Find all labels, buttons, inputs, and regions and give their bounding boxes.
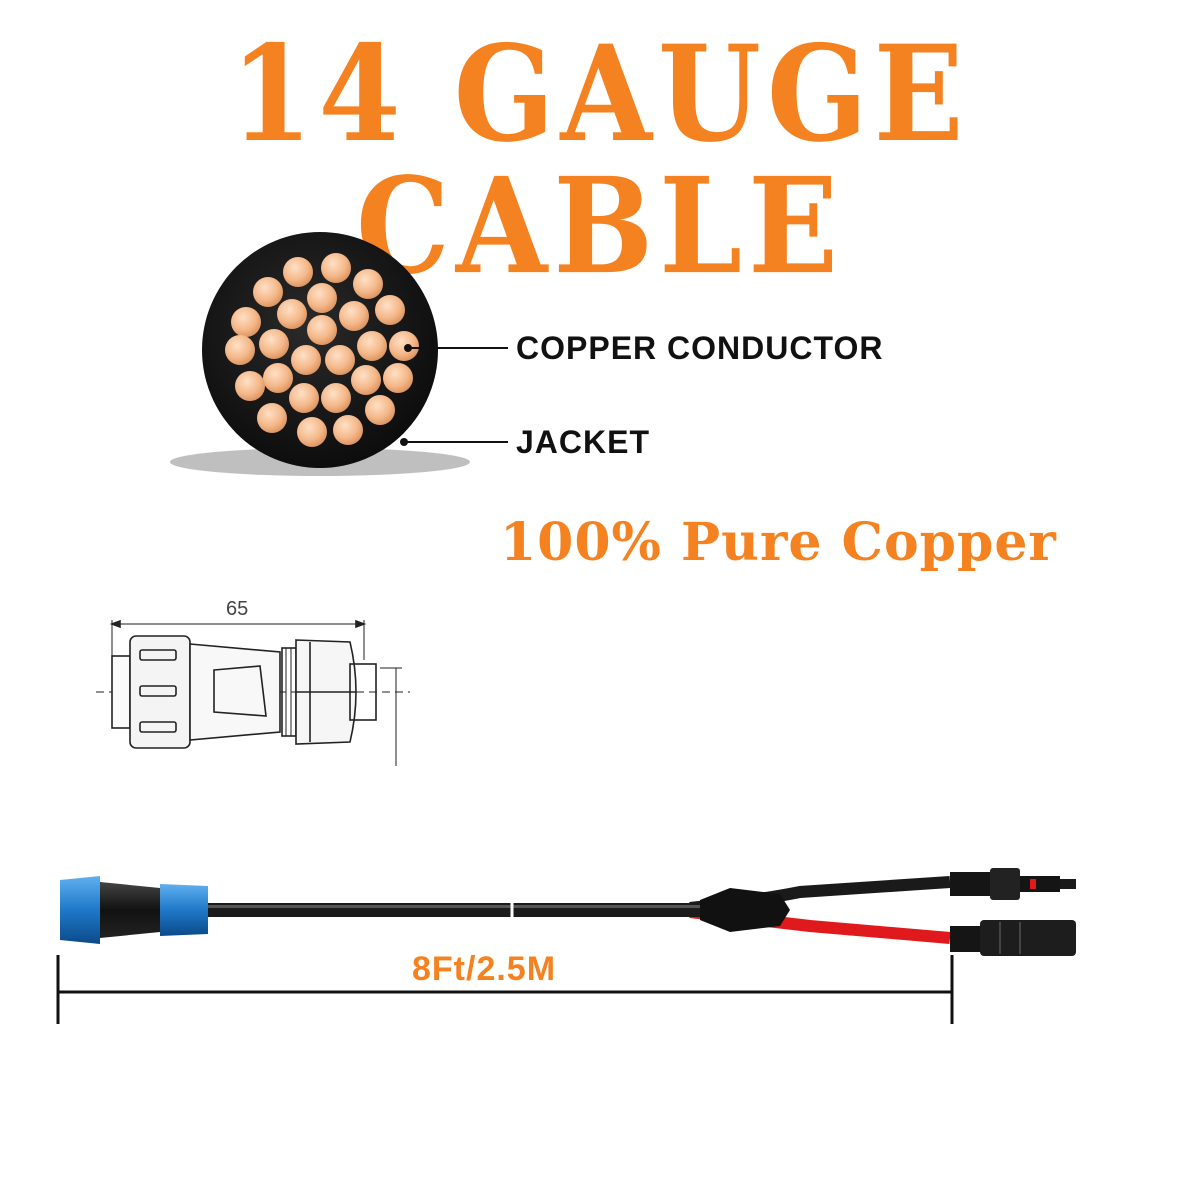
copper-strand (353, 269, 383, 299)
copper-strands (225, 253, 419, 447)
copper-strand (357, 331, 387, 361)
copper-strand (283, 257, 313, 287)
connector-dimension-drawing (96, 619, 410, 766)
mc4-female-connector (950, 920, 1076, 956)
copper-conductor-label: COPPER CONDUCTOR (516, 330, 884, 366)
copper-strand (277, 299, 307, 329)
copper-strand (383, 363, 413, 393)
length-measurement-line (56, 955, 954, 1024)
copper-strand (259, 329, 289, 359)
copper-strand (289, 383, 319, 413)
mc4-male-connector (950, 868, 1076, 900)
copper-strand (365, 395, 395, 425)
pure-copper-tagline: 100% Pure Copper (500, 512, 1057, 573)
blue-connector-nut (60, 876, 100, 944)
copper-strand (375, 295, 405, 325)
copper-strand (339, 301, 369, 331)
copper-strand (333, 415, 363, 445)
copper-strand (225, 335, 255, 365)
copper-strand (263, 363, 293, 393)
cable-length-label: 8Ft/2.5M (412, 950, 557, 988)
copper-strand (321, 383, 351, 413)
page-title: 14 GAUGE CABLE (230, 15, 970, 304)
copper-strand (257, 403, 287, 433)
y-splitter (700, 888, 790, 932)
copper-strand (253, 277, 283, 307)
blue-connector-collar (160, 884, 208, 936)
copper-strand (231, 307, 261, 337)
copper-strand (307, 283, 337, 313)
copper-strand (325, 345, 355, 375)
copper-strand (351, 365, 381, 395)
copper-strand (291, 345, 321, 375)
copper-strand (297, 417, 327, 447)
copper-strand (321, 253, 351, 283)
connector-dimension-label: 65 (226, 598, 249, 620)
copper-strand (389, 331, 419, 361)
cable-cross-section (170, 232, 508, 476)
jacket-label: JACKET (516, 424, 651, 460)
cable-assembly (60, 868, 1076, 956)
copper-strand (235, 371, 265, 401)
copper-strand (307, 315, 337, 345)
